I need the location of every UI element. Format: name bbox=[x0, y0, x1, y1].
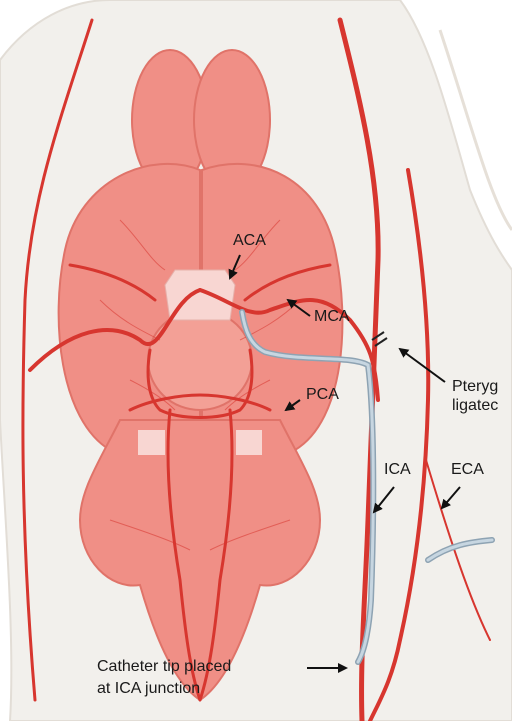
catheter-label-line2: at ICA junction bbox=[97, 680, 200, 698]
catheter-label-line1: Catheter tip placed bbox=[97, 658, 231, 676]
pterygo-label-line1: Pteryg bbox=[452, 378, 498, 396]
pca-label: PCA bbox=[306, 386, 339, 404]
aca-label: ACA bbox=[233, 232, 266, 250]
mca-label: MCA bbox=[314, 308, 350, 326]
eca-label: ECA bbox=[451, 461, 484, 479]
ica-label: ICA bbox=[384, 461, 411, 479]
pterygo-label-line2: ligatec bbox=[452, 397, 498, 415]
